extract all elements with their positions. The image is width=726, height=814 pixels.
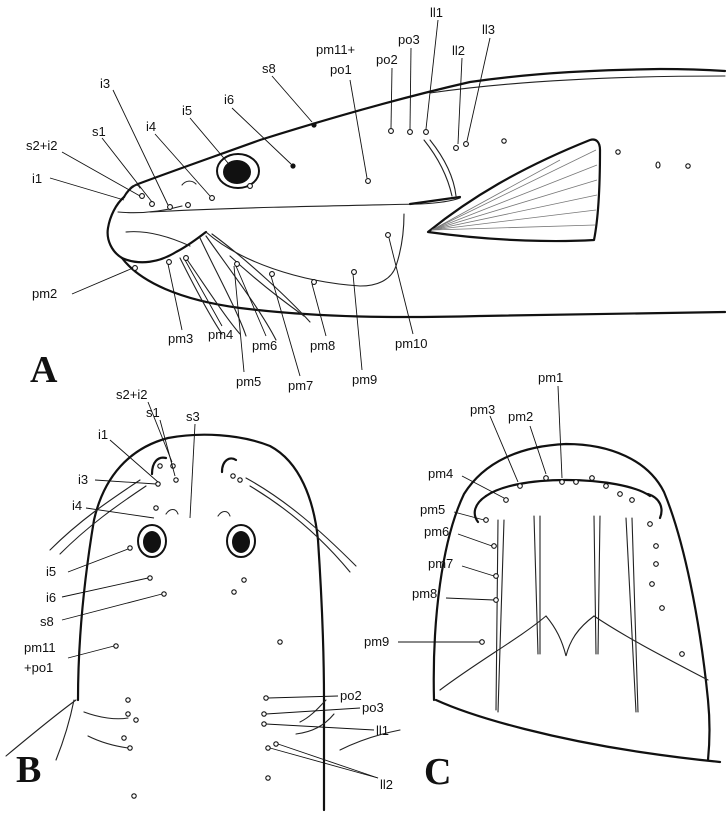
- b-eye-right: [232, 531, 250, 553]
- c-chin-right: [594, 616, 708, 680]
- label-b-s1: s1: [146, 405, 160, 420]
- panel-b: s2+i2 s1 s3 i1 i3 i4 i5 i6 s8 pm11 +po1 …: [6, 387, 400, 810]
- c-jaw-notch: [546, 616, 594, 656]
- a-snout-outline: [108, 197, 206, 262]
- a-eye: [223, 160, 251, 184]
- label-b-po2: po2: [340, 688, 362, 703]
- label-a-ll2: ll2: [452, 43, 465, 58]
- a-lip-line: [126, 232, 190, 246]
- b-nostril-right-2: [218, 512, 230, 517]
- label-b-po3: po3: [362, 700, 384, 715]
- b-neuromasts: [114, 464, 282, 798]
- b-body-left: [6, 700, 76, 756]
- panel-letter-c: C: [424, 751, 451, 793]
- b-leaders: [62, 402, 378, 778]
- label-c-pm3: pm3: [470, 402, 495, 417]
- a-labels: s2+i2 s1 i1 i3 i4 i5 i6 s8 pm11+ po1 po2…: [26, 5, 495, 393]
- label-a-s1: s1: [92, 124, 106, 139]
- c-head-outline: [434, 444, 710, 760]
- label-a-pm2: pm2: [32, 286, 57, 301]
- b-barbel-left-2: [60, 486, 146, 554]
- label-c-pm7: pm7: [428, 556, 453, 571]
- label-a-pm4: pm4: [208, 327, 233, 342]
- label-b-i6: i6: [46, 590, 56, 605]
- label-a-pm8: pm8: [310, 338, 335, 353]
- label-c-pm8: pm8: [412, 586, 437, 601]
- panel-c: pm1 pm2 pm3 pm4 pm5 pm6 pm7 pm8 pm9 C: [364, 370, 720, 793]
- b-eye-left: [143, 531, 161, 553]
- label-a-po3: po3: [398, 32, 420, 47]
- label-a-pm10: pm10: [395, 336, 428, 351]
- panel-a: s2+i2 s1 i1 i3 i4 i5 i6 s8 pm11+ po1 po2…: [26, 5, 725, 393]
- b-labels: s2+i2 s1 s3 i1 i3 i4 i5 i6 s8 pm11 +po1 …: [24, 387, 393, 792]
- c-labels: pm1 pm2 pm3 pm4 pm5 pm6 pm7 pm8 pm9: [364, 370, 563, 649]
- label-b-s3: s3: [186, 409, 200, 424]
- b-body-right-2: [340, 730, 400, 750]
- label-a-pm5: pm5: [236, 374, 261, 389]
- c-lower-outline: [436, 700, 720, 762]
- label-c-pm5: pm5: [420, 502, 445, 517]
- a-fin-rays: [432, 150, 597, 230]
- label-a-i1: i1: [32, 171, 42, 186]
- label-b-pm11: pm11: [24, 640, 56, 655]
- label-b-i5: i5: [46, 564, 56, 579]
- label-c-pm4: pm4: [428, 466, 453, 481]
- label-a-po2: po2: [376, 52, 398, 67]
- label-a-i3: i3: [100, 76, 110, 91]
- b-head-outline: [78, 435, 324, 700]
- a-nostril: [182, 181, 196, 185]
- label-a-po1: po1: [330, 62, 352, 77]
- c-lip-right: [648, 494, 662, 518]
- c-upper-lip: [486, 480, 650, 496]
- label-b-i1: i1: [98, 427, 108, 442]
- panel-letter-b: B: [16, 749, 41, 791]
- c-neuromasts: [480, 476, 685, 657]
- b-gill-left-2: [84, 712, 128, 719]
- a-dorsal-fin-line: [430, 76, 725, 93]
- label-c-pm1: pm1: [538, 370, 563, 385]
- label-a-i5: i5: [182, 103, 192, 118]
- label-c-pm6: pm6: [424, 524, 449, 539]
- label-a-ll1: ll1: [430, 5, 443, 20]
- b-nostril-right: [222, 459, 236, 473]
- label-a-pm6: pm6: [252, 338, 277, 353]
- panel-letter-a: A: [30, 349, 58, 391]
- a-head-midline: [150, 198, 460, 212]
- label-a-pm9: pm9: [352, 372, 377, 387]
- b-nostril-left-2: [166, 510, 178, 515]
- b-barbel-right-2: [250, 486, 350, 572]
- label-b-i3: i3: [78, 472, 88, 487]
- label-a-i6: i6: [224, 92, 234, 107]
- label-b-ll1: ll1: [376, 723, 389, 738]
- a-opercle-line-2: [430, 140, 456, 196]
- label-b-po1: +po1: [24, 660, 53, 675]
- b-gill-right-2: [296, 714, 334, 734]
- label-b-s2-i2: s2+i2: [116, 387, 147, 402]
- label-a-pm11: pm11+: [316, 42, 355, 57]
- label-c-pm2: pm2: [508, 409, 533, 424]
- label-a-s8: s8: [262, 61, 276, 76]
- label-a-pm3: pm3: [168, 331, 193, 346]
- label-a-pm7: pm7: [288, 378, 313, 393]
- label-c-pm9: pm9: [364, 634, 389, 649]
- label-a-i4: i4: [146, 119, 156, 134]
- b-gill-left: [56, 700, 74, 760]
- label-a-ll3: ll3: [482, 22, 495, 37]
- label-b-i4: i4: [72, 498, 82, 513]
- label-b-s8: s8: [40, 614, 54, 629]
- a-belly-line: [206, 214, 404, 286]
- label-b-ll2: ll2: [380, 777, 393, 792]
- c-chin-left: [440, 616, 546, 690]
- c-barbels: [496, 516, 638, 712]
- label-a-s2-i2: s2+i2: [26, 138, 57, 153]
